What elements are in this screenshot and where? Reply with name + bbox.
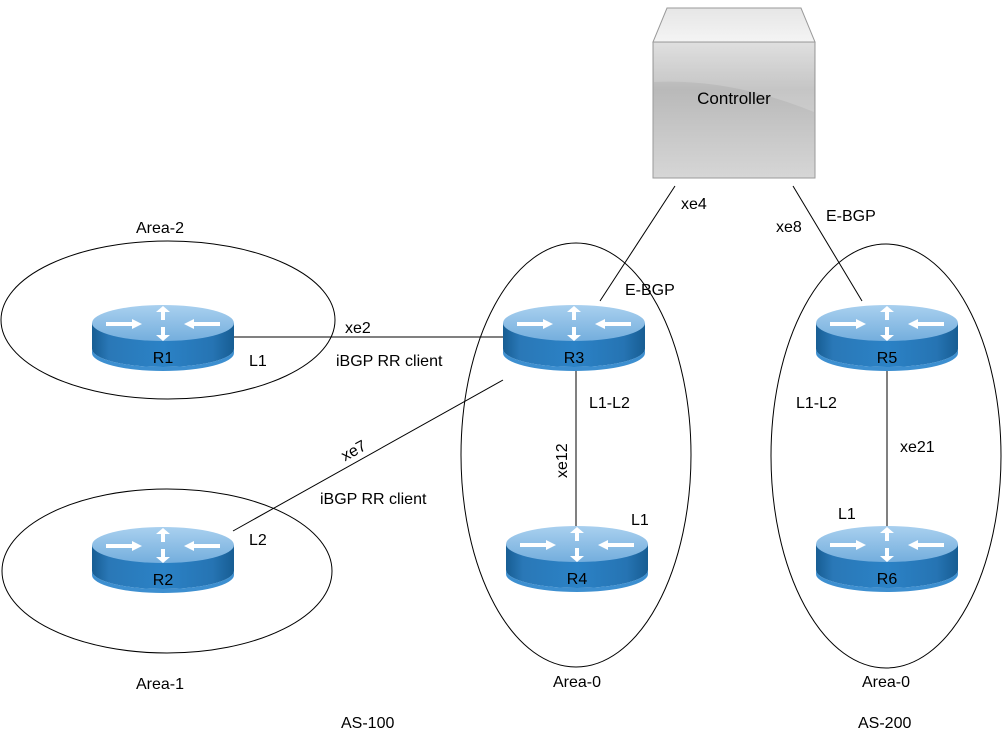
link-controller-r3 xyxy=(599,185,676,302)
link-controller-r5-interface: xe8 xyxy=(776,219,802,236)
link-controller-r3-session: E-BGP xyxy=(625,282,675,299)
area-0-as200-label: Area-0 xyxy=(862,674,911,691)
router-label-r2: R2 xyxy=(152,572,174,589)
link-r1-r3-interface: xe2 xyxy=(345,320,371,337)
router-label-r4: R4 xyxy=(566,571,588,588)
r4-level-label: L1 xyxy=(631,512,649,529)
link-controller-r5-session: E-BGP xyxy=(826,208,876,225)
r5-level-label: L1-L2 xyxy=(796,395,837,412)
link-r5-r6-interface: xe21 xyxy=(900,439,935,456)
router-label-r5: R5 xyxy=(876,350,898,367)
r6-level-label: L1 xyxy=(838,506,856,523)
area-2-boundary xyxy=(0,240,336,400)
link-r2-r3 xyxy=(232,379,504,532)
router-label-r1: R1 xyxy=(152,350,174,367)
area-2-label: Area-2 xyxy=(136,220,185,237)
as-100-label: AS-100 xyxy=(341,715,395,732)
link-controller-r3-interface: xe4 xyxy=(681,196,707,213)
area-0-as100-label: Area-0 xyxy=(553,674,602,691)
link-r3-r4-interface: xe12 xyxy=(554,443,571,478)
link-r1-r3-session: iBGP RR client xyxy=(336,353,443,370)
r2-level-label: L2 xyxy=(249,532,267,549)
area-0-as200-boundary xyxy=(770,243,1002,669)
link-r2-r3-session: iBGP RR client xyxy=(320,491,427,508)
router-label-r6: R6 xyxy=(876,571,898,588)
router-label-r3: R3 xyxy=(563,350,585,367)
area-1-label: Area-1 xyxy=(136,676,185,693)
area-1-boundary xyxy=(1,488,333,654)
link-controller-r5 xyxy=(792,185,863,302)
area-0-as100-boundary xyxy=(460,242,692,668)
controller-label: Controller xyxy=(697,89,771,108)
as-200-label: AS-200 xyxy=(858,715,912,732)
r1-level-label: L1 xyxy=(249,353,267,370)
r3-level-label: L1-L2 xyxy=(589,395,630,412)
controller-icon[interactable] xyxy=(652,7,816,179)
